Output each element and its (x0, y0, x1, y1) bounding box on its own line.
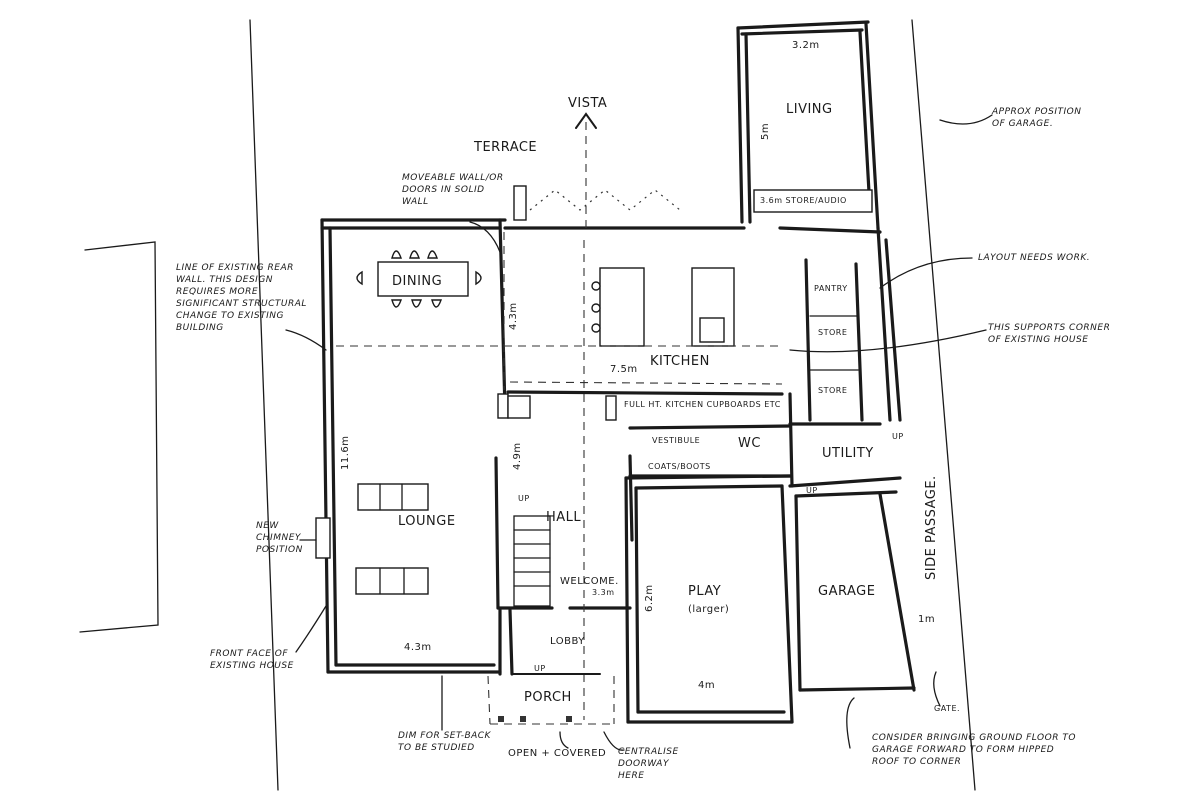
kitchen-label: KITCHEN (650, 354, 710, 369)
terrace-chimney-stack (513, 185, 527, 221)
lounge-depth-dim: 11.6m (340, 435, 351, 470)
garage-walls (788, 476, 916, 692)
lounge-furniture (315, 483, 429, 595)
layout-needs-work-note: LAYOUT NEEDS WORK. (978, 253, 1091, 263)
store-2-label: STORE (818, 386, 848, 395)
wc-label: WC (738, 436, 761, 451)
passage-up-marker: UP (892, 432, 904, 441)
play-room-walls (624, 474, 794, 724)
vista-arrow (575, 112, 597, 228)
hall-depth-dim: 4.9m (512, 442, 523, 470)
annotation-leaders (285, 114, 993, 751)
living-wing-walls (736, 20, 880, 230)
centralise-doorway-note: CENTRALISE DOORWAY HERE (618, 747, 679, 781)
kitchen-width-dim: 7.5m (610, 364, 638, 375)
hall-label: HALL (546, 510, 582, 525)
open-covered-note: OPEN + COVERED (508, 748, 607, 759)
gate-label: GATE. (934, 704, 961, 713)
store-audio-label: 3.6m STORE/AUDIO (760, 196, 847, 205)
consider-bringing-note: CONSIDER BRINGING GROUND FLOOR TO GARAGE… (872, 733, 1076, 767)
coats-boots-label: COATS/BOOTS (648, 462, 711, 471)
lobby-label: LOBBY (550, 636, 585, 647)
play-width-dim: 4m (698, 680, 716, 691)
new-chimney-note: NEW CHIMNEY POSITION (256, 521, 303, 555)
dining-furniture (356, 250, 482, 308)
terrace-label: TERRACE (474, 140, 538, 155)
right-boundary-line (911, 19, 976, 791)
hall-and-stair (494, 240, 634, 720)
garage-position-note: APPROX POSITION OF GARAGE. (992, 107, 1082, 129)
utility-label: UTILITY (822, 446, 874, 461)
kitchen-depth-dim: 4.3m (508, 302, 519, 330)
store-1-label: STORE (818, 328, 848, 337)
living-width-dim: 3.2m (792, 40, 820, 51)
utility-up-marker: UP (806, 486, 818, 495)
porch-up-marker: UP (534, 664, 546, 673)
welcome-label: WELCOME. (560, 576, 619, 587)
lounge-label: LOUNGE (398, 514, 456, 529)
supports-corner-note: THIS SUPPORTS CORNER OF EXISTING HOUSE (988, 323, 1111, 345)
vista-label: VISTA (568, 96, 608, 111)
dining-label: DINING (392, 274, 443, 289)
welcome-width-dim: 3.3m (592, 588, 615, 597)
side-passage-width-dim: 1m (918, 614, 936, 625)
bifold-door-swing (529, 189, 681, 211)
main-outer-walls (320, 218, 902, 674)
side-passage-label: SIDE PASSAGE. (924, 475, 939, 580)
play-sub-label: (larger) (688, 604, 730, 615)
front-face-note: FRONT FACE OF EXISTING HOUSE (210, 649, 294, 671)
porch-label: PORCH (524, 690, 572, 705)
garage-label: GARAGE (818, 584, 876, 599)
pantry-label: PANTRY (814, 284, 848, 293)
kitchen-interior (336, 232, 784, 396)
existing-rear-wall-note: LINE OF EXISTING REAR WALL. THIS DESIGN … (176, 263, 307, 333)
living-depth-dim: 5m (760, 122, 771, 140)
left-boundary-line (249, 19, 279, 791)
porch-and-lobby (487, 608, 615, 725)
kitchen-cupboards-label: FULL HT. KITCHEN CUPBOARDS ETC (624, 400, 781, 409)
play-depth-dim: 6.2m (644, 584, 655, 612)
living-label: LIVING (786, 102, 833, 117)
neighbour-building-outline (79, 241, 159, 633)
dim-setback-note: DIM FOR SET-BACK TO BE STUDIED (398, 731, 491, 753)
vestibule-label: VESTIBULE (652, 436, 701, 445)
stair-up-marker: UP (518, 494, 530, 503)
moveable-wall-note: MOVEABLE WALL/OR DOORS IN SOLID WALL (402, 173, 504, 207)
lounge-width-dim: 4.3m (404, 642, 432, 653)
play-label: PLAY (688, 584, 722, 599)
